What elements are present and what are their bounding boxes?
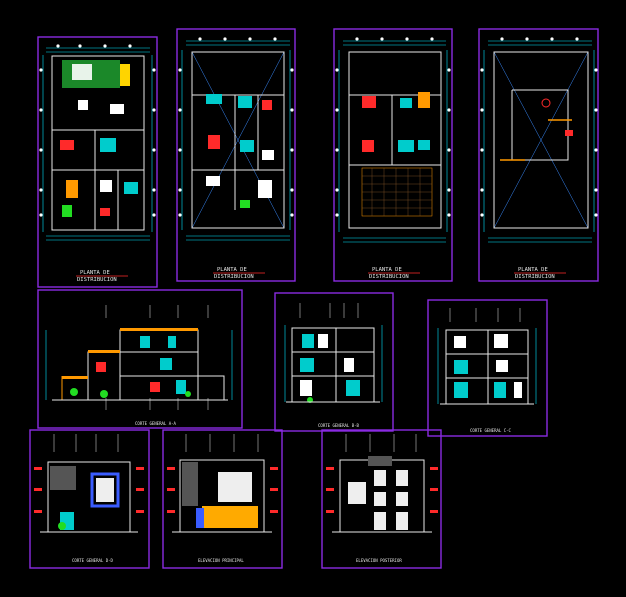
axis-markers — [480, 37, 598, 217]
sheet-frame — [333, 28, 453, 282]
furniture — [60, 100, 138, 217]
entrance-door — [196, 508, 204, 528]
sheet-elevation-3: ELEVACION POSTERIOR — [321, 429, 442, 569]
stair-block — [120, 64, 130, 86]
sheet-caption-line-1: PLANTA DE — [372, 267, 402, 273]
level-markers — [167, 467, 278, 513]
grid-axes — [191, 51, 285, 229]
axis-markers — [335, 37, 451, 217]
details — [300, 334, 360, 403]
level-markers — [326, 467, 438, 513]
sheet-frame — [37, 36, 158, 288]
sheet-caption-line-1: PLANTA DE — [80, 270, 110, 276]
sheet-plan-2: PLANTA DE DISTRIBUCION — [176, 28, 296, 282]
facade-panel — [182, 462, 198, 506]
sheet-frame — [162, 429, 283, 569]
level-markers — [45, 330, 233, 400]
slab — [62, 376, 88, 379]
sheet-frame — [29, 429, 150, 569]
facade-panel — [50, 466, 76, 490]
facade-windows — [348, 470, 408, 530]
sheet-caption: CORTE GENERAL A-A — [135, 421, 177, 426]
dimension-lines — [181, 40, 291, 241]
roof-box — [368, 456, 392, 466]
walls — [51, 55, 145, 231]
sheet-frame — [176, 28, 296, 282]
window-frame — [90, 472, 120, 508]
details — [454, 334, 522, 398]
sheet-caption-line-1: PLANTA DE — [217, 267, 247, 273]
tank-symbol — [541, 98, 551, 108]
plant — [58, 522, 66, 530]
axis-markers — [449, 308, 521, 322]
sheet-caption-line-2: DISTRIBUCION — [77, 277, 117, 283]
sheet-caption: CORTE GENERAL B-B — [318, 423, 360, 428]
car-block — [72, 64, 92, 80]
garage-door — [202, 506, 258, 528]
sheet-frame — [37, 289, 243, 429]
sheet-section-3: CORTE GENERAL C-C — [427, 299, 548, 437]
sheet-elevation-1: CORTE GENERAL D-D — [29, 429, 150, 569]
sheet-frame — [478, 28, 599, 282]
terrace-hatch — [362, 168, 432, 216]
window-glass — [96, 478, 114, 502]
dimension-lines — [338, 40, 448, 243]
furniture — [206, 94, 274, 208]
sheet-section-2: CORTE GENERAL B-B — [274, 292, 394, 432]
level-markers — [437, 328, 537, 404]
level-markers — [284, 325, 383, 402]
sheet-plan-3: PLANTA DE DISTRIBUCION — [333, 28, 453, 282]
details — [70, 336, 191, 398]
sheet-elevation-2: ELEVACION PRINCIPAL — [162, 429, 283, 569]
axis-markers — [39, 44, 156, 217]
facade-window — [218, 472, 252, 502]
sheet-caption-line-1: PLANTA DE — [518, 267, 548, 273]
axis-markers — [299, 303, 359, 318]
sheet-frame — [427, 299, 548, 437]
sheet-caption: CORTE GENERAL C-C — [470, 428, 512, 433]
axis-markers — [53, 434, 119, 452]
sheet-caption: ELEVACION POSTERIOR — [356, 558, 402, 563]
sheet-frame — [274, 292, 394, 432]
roof-fixture — [565, 130, 573, 136]
axis-markers — [178, 37, 294, 217]
dimension-lines — [483, 40, 595, 243]
grid-axes — [493, 51, 589, 229]
sheet-caption-line-2: DISTRIBUCION — [214, 274, 254, 280]
dimension-lines — [42, 47, 153, 241]
walls — [493, 51, 589, 229]
sheet-plan-1: PLANTA DE DISTRIBUCION — [37, 36, 158, 288]
sheet-caption: CORTE GENERAL D-D — [72, 558, 114, 563]
sheet-frame — [321, 429, 442, 569]
axis-markers — [345, 434, 417, 452]
level-markers — [34, 467, 144, 513]
furniture — [362, 92, 430, 152]
slab — [88, 350, 120, 353]
axis-markers — [185, 434, 259, 452]
sheet-caption-line-2: DISTRIBUCION — [515, 274, 555, 280]
sheet-caption-line-2: DISTRIBUCION — [369, 274, 409, 280]
roof-slab — [120, 328, 198, 331]
sheet-section-1: CORTE GENERAL A-A — [37, 289, 243, 429]
sheet-caption: ELEVACION PRINCIPAL — [198, 558, 244, 563]
sheet-plan-4: PLANTA DE DISTRIBUCION — [478, 28, 599, 282]
